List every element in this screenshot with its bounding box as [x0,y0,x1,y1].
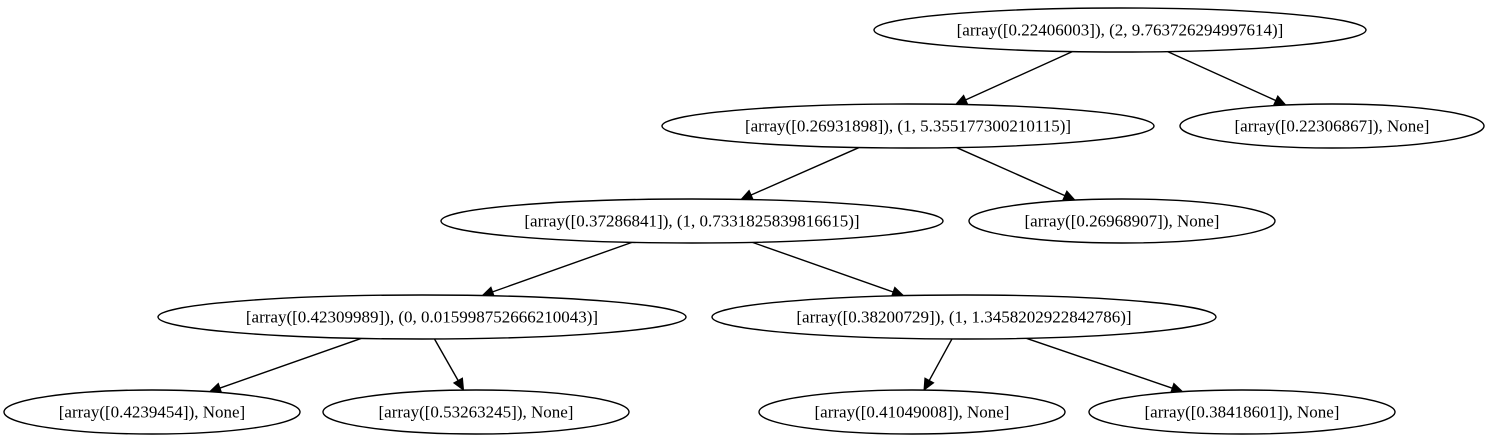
node-ellipse [3,389,301,435]
node-label: [array([0.53263245]), None] [379,403,574,422]
tree-node: [array([0.22306867]), None] [1179,103,1485,149]
edge-arrowhead [923,377,935,392]
node-label: [array([0.4239454]), None] [59,403,245,422]
tree-node: [array([0.37286841]), (1, 0.733182583981… [440,198,944,244]
edge-n1-to-n4 [956,146,1066,197]
edge-n3-to-n6 [752,241,894,293]
edge-n6-to-n9 [928,338,953,381]
edge-arrowhead [452,377,465,392]
node-ellipse [440,198,944,244]
node-ellipse [157,294,687,340]
tree-node: [array([0.41049008]), None] [758,389,1066,435]
node-label: [array([0.22306867]), None] [1235,117,1430,136]
edge-n5-to-n7 [219,337,362,389]
edge-arrowhead [739,189,754,201]
node-ellipse [968,198,1276,244]
edge-n0-to-n1 [965,50,1073,101]
node-label: [array([0.42309989]), (0, 0.015998752666… [246,308,598,327]
node-ellipse [1179,103,1485,149]
edge-n6-to-n10 [1026,337,1173,389]
edge-n5-to-n8 [433,338,459,381]
node-ellipse [1088,389,1396,435]
node-label: [array([0.41049008]), None] [815,403,1010,422]
node-ellipse [661,103,1155,149]
tree-node: [array([0.53263245]), None] [322,389,630,435]
edge-n3-to-n5 [492,241,633,293]
edge-n0-to-n2 [1167,50,1276,102]
node-label: [array([0.38200729]), (1, 1.345820292284… [796,308,1131,327]
node-ellipse [758,389,1066,435]
edges-layer [208,50,1287,394]
tree-node: [array([0.22406003]), (2, 9.763726294997… [873,7,1367,53]
edge-arrowhead [954,94,969,105]
node-label: [array([0.26931898]), (1, 5.355177300210… [745,117,1071,136]
tree-node: [array([0.26931898]), (1, 5.355177300210… [661,103,1155,149]
edge-arrowhead [1272,95,1287,106]
node-label: [array([0.22406003]), (2, 9.763726294997… [957,21,1284,40]
tree-node: [array([0.42309989]), (0, 0.015998752666… [157,294,687,340]
node-ellipse [322,389,630,435]
node-label: [array([0.37286841]), (1, 0.733182583981… [524,212,859,231]
edge-n1-to-n3 [750,146,860,196]
nodes-layer: [array([0.22406003]), (2, 9.763726294997… [3,7,1485,435]
node-ellipse [873,7,1367,53]
edge-arrowhead [1061,190,1076,201]
tree-node: [array([0.38200729]), (1, 1.345820292284… [711,294,1217,340]
tree-node: [array([0.4239454]), None] [3,389,301,435]
node-label: [array([0.38418601]), None] [1145,403,1340,422]
tree-node: [array([0.38418601]), None] [1088,389,1396,435]
tree-node: [array([0.26968907]), None] [968,198,1276,244]
node-ellipse [711,294,1217,340]
node-label: [array([0.26968907]), None] [1025,212,1220,231]
